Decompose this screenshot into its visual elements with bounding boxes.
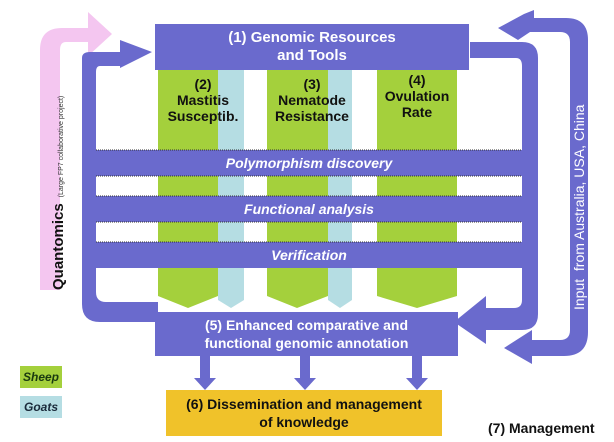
column-4-num: (4) bbox=[408, 72, 426, 88]
band-functional bbox=[96, 196, 522, 222]
box1-line2: and Tools bbox=[277, 47, 347, 64]
quantomics-subtitle: (Large FP7 collaborative project) bbox=[58, 95, 65, 198]
left-loop-arrow bbox=[82, 40, 158, 322]
column-4-line2: Rate bbox=[401, 104, 433, 120]
box5-line1: (5) Enhanced comparative and bbox=[204, 317, 409, 333]
band-polymorphism bbox=[96, 150, 522, 176]
down-arrow-3 bbox=[406, 356, 428, 390]
column-2-line1: Mastitis bbox=[176, 92, 230, 108]
quantomics-label: Quantomics (Large FP7 collaborative proj… bbox=[50, 96, 67, 290]
genomic-resources-label: (1) Genomic Resources and Tools bbox=[155, 26, 469, 68]
box1-line1: (1) Genomic Resources bbox=[228, 29, 396, 46]
legend-goats-swatch bbox=[20, 396, 62, 418]
dissemination-label: (6) Dissemination and management of know… bbox=[166, 391, 442, 435]
annotation-box bbox=[155, 312, 458, 356]
column-2-num: (2) bbox=[194, 76, 212, 92]
column-4-label: (4) Ovulation Rate bbox=[377, 72, 457, 120]
box6-line2: of knowledge bbox=[259, 414, 349, 430]
band-polymorphism-label: Polymorphism discovery bbox=[225, 155, 393, 171]
box5-line2: functional genomic annotation bbox=[204, 335, 409, 351]
column-3-line2: Resistance bbox=[275, 108, 349, 124]
input-label: Input from Australia, USA, China bbox=[571, 104, 587, 310]
genomic-resources-box bbox=[155, 24, 469, 70]
down-arrow-1 bbox=[194, 356, 216, 390]
column-3-label: (3) Nematode Resistance bbox=[266, 76, 358, 124]
legend-sheep-swatch bbox=[20, 366, 62, 388]
box6-line1: (6) Dissemination and management bbox=[186, 396, 422, 412]
down-arrow-2 bbox=[294, 356, 316, 390]
input-arrow bbox=[498, 10, 588, 364]
right-loop-arrow bbox=[454, 42, 538, 344]
legend-sheep-label: Sheep bbox=[22, 370, 59, 384]
legend-goats-label: Goats bbox=[23, 400, 58, 414]
quantomics-arrow bbox=[40, 12, 112, 290]
management-label: (7) Management bbox=[488, 420, 595, 436]
quantomics-title: Quantomics bbox=[50, 203, 67, 290]
column-4-line1: Ovulation bbox=[384, 88, 450, 104]
annotation-label: (5) Enhanced comparative and functional … bbox=[155, 313, 458, 355]
band-verification-label: Verification bbox=[271, 247, 347, 263]
column-3-line1: Nematode bbox=[278, 92, 346, 108]
band-functional-label: Functional analysis bbox=[244, 201, 374, 217]
down-arrows bbox=[194, 356, 428, 390]
column-2-label: (2) Mastitis Susceptib. bbox=[158, 76, 248, 124]
dissemination-box bbox=[166, 390, 442, 436]
band-verification bbox=[96, 242, 522, 268]
column-3-num: (3) bbox=[303, 76, 321, 92]
column-2-line2: Susceptib. bbox=[167, 108, 239, 124]
